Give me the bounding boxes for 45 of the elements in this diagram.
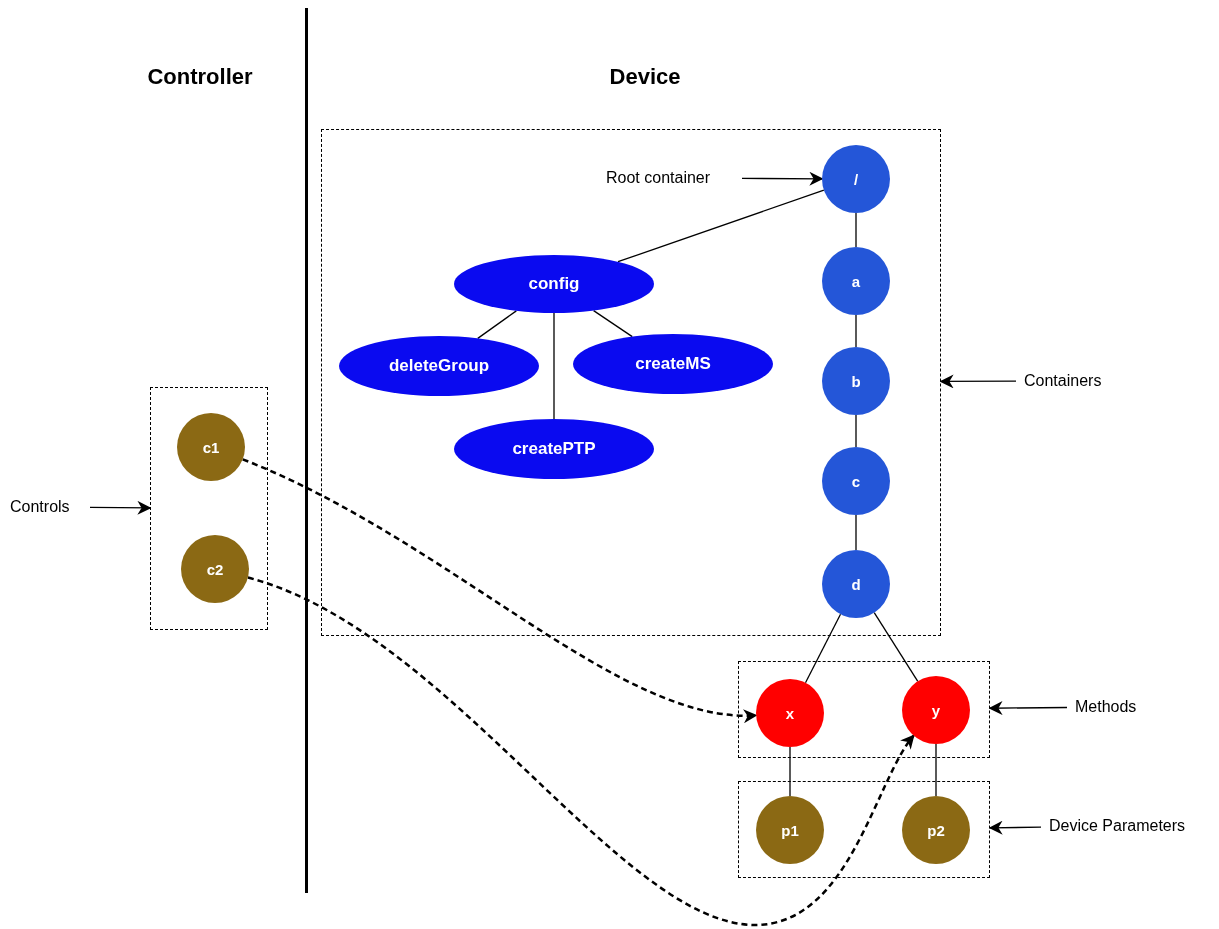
circle-node: c2 bbox=[181, 535, 249, 603]
connector-line bbox=[477, 310, 517, 339]
column-heading: Controller bbox=[147, 64, 253, 90]
circle-node: c1 bbox=[177, 413, 245, 481]
group-frame bbox=[738, 661, 990, 758]
circle-node: p2 bbox=[902, 796, 970, 864]
circle-node: y bbox=[902, 676, 970, 744]
group-frame bbox=[150, 387, 268, 630]
arrow bbox=[939, 374, 1017, 389]
arrow bbox=[988, 820, 1042, 835]
ellipse-node: config bbox=[454, 255, 654, 313]
arrow bbox=[89, 500, 152, 515]
connector-line bbox=[592, 310, 633, 338]
circle-node: b bbox=[822, 347, 890, 415]
connector-line bbox=[855, 314, 857, 348]
arrow bbox=[247, 576, 915, 927]
connector-line bbox=[873, 612, 919, 682]
group-frame bbox=[738, 781, 990, 878]
arrow bbox=[741, 171, 824, 186]
ellipse-node: createPTP bbox=[454, 419, 654, 479]
group-frame bbox=[321, 129, 941, 636]
connector-line bbox=[789, 746, 791, 797]
connector-line bbox=[855, 414, 857, 448]
circle-node: a bbox=[822, 247, 890, 315]
connector-line bbox=[804, 613, 842, 684]
circle-node: / bbox=[822, 145, 890, 213]
circle-node: c bbox=[822, 447, 890, 515]
arrow bbox=[242, 458, 758, 722]
annotation-text: Device Parameters bbox=[1049, 816, 1214, 836]
connector-line bbox=[553, 312, 555, 420]
circle-node: x bbox=[756, 679, 824, 747]
annotation-text: Containers bbox=[1024, 371, 1120, 391]
connector-line bbox=[617, 189, 825, 263]
ellipse-node: deleteGroup bbox=[339, 336, 539, 396]
arrow bbox=[988, 701, 1068, 716]
ellipse-node: createMS bbox=[573, 334, 773, 394]
annotation-text: Methods bbox=[1075, 697, 1155, 717]
annotation-text: Controls bbox=[10, 497, 82, 517]
circle-node: p1 bbox=[756, 796, 824, 864]
column-heading: Device bbox=[609, 64, 681, 90]
connector-line bbox=[855, 514, 857, 551]
connector-line bbox=[935, 743, 937, 797]
annotation-text: Root container bbox=[606, 168, 734, 188]
circle-node: d bbox=[822, 550, 890, 618]
connector-line bbox=[855, 212, 857, 248]
